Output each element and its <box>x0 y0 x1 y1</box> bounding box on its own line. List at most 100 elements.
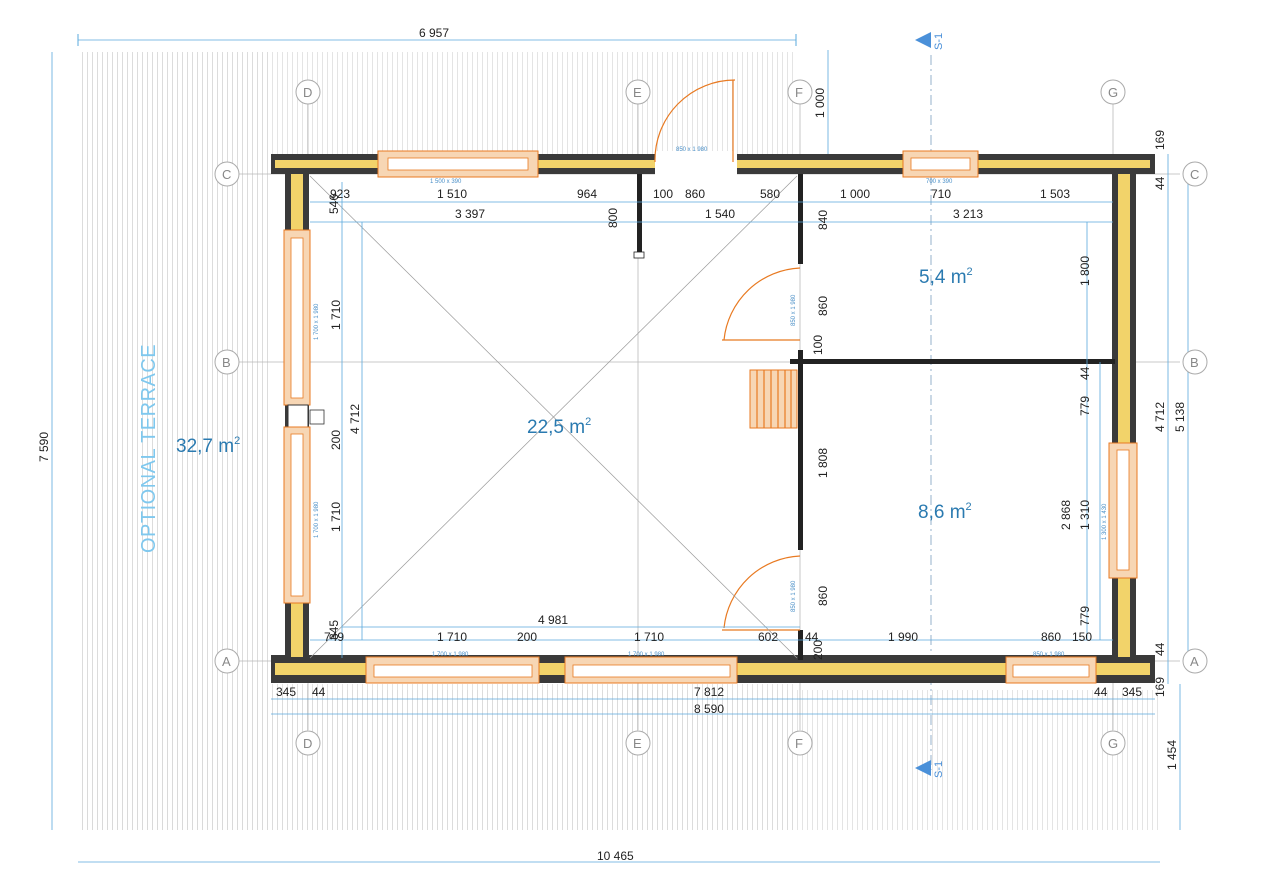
dim-row1-5: 580 <box>760 187 780 201</box>
dim-b-345: 345 <box>276 685 296 699</box>
axis-left-c: C <box>222 167 231 182</box>
dim-v-779b: 779 <box>1078 606 1092 626</box>
dim-b-44: 44 <box>312 685 326 699</box>
dim-bottom-row-6: 1 990 <box>888 630 918 644</box>
dim-v-1710a: 1 710 <box>329 300 343 330</box>
dim-bottom-row-0: 749 <box>324 630 344 644</box>
dim-b-8590: 8 590 <box>694 702 724 716</box>
section-bottom-label: S-1 <box>933 761 945 778</box>
dim-bottom-row-4: 602 <box>758 630 778 644</box>
dim-v-4712-left: 4 712 <box>348 404 362 434</box>
dimension-texts: 6 957 10 465 7 590 1 454 1 000 169 44 4 … <box>37 26 1187 863</box>
axis-right-b: B <box>1190 355 1199 370</box>
dim-right-top: 1 000 <box>813 88 827 118</box>
dim-bottom-row-7: 860 <box>1041 630 1061 644</box>
dim-v-546: 546 <box>327 194 341 214</box>
dim-left-total: 7 590 <box>37 432 51 462</box>
dim-right-44-top: 44 <box>1153 176 1167 190</box>
dim-row1-1: 1 510 <box>437 187 467 201</box>
bottom-door-label: 850 x 1 980 <box>1033 652 1065 658</box>
axis-left-a: A <box>222 654 231 669</box>
top-door-label: 850 x 1 980 <box>676 147 708 153</box>
dim-row1-2: 964 <box>577 187 597 201</box>
dim-v-1710b: 1 710 <box>329 502 343 532</box>
dim-row1-7: 710 <box>931 187 951 201</box>
dim-right-169-top: 169 <box>1153 130 1167 150</box>
dim-bottom-row-3: 1 710 <box>634 630 664 644</box>
dim-bottom-total: 10 465 <box>597 849 634 863</box>
section-top-label: S-1 <box>933 33 945 50</box>
dimension-lines <box>51 34 1189 863</box>
axis-bottom-g: G <box>1108 736 1118 751</box>
axis-right-c: C <box>1190 167 1199 182</box>
dim-right-4712: 4 712 <box>1153 402 1167 432</box>
dim-v-100: 100 <box>811 335 825 355</box>
inner-door-2-label: 850 x 1 980 <box>791 580 797 612</box>
area-room-large: 8,6 m2 <box>918 501 972 523</box>
dim-row1-0: 923 <box>330 187 350 201</box>
dim-v-779a: 779 <box>1078 396 1092 416</box>
stair <box>749 369 798 429</box>
axis-top-e: E <box>633 85 642 100</box>
top-window-2-label: 700 x 390 <box>926 179 953 185</box>
dim-4981: 4 981 <box>538 613 568 627</box>
inner-door-1-label: 850 x 1 980 <box>791 294 797 326</box>
dim-v-860a: 860 <box>816 296 830 316</box>
axis-bottom-d: D <box>303 736 312 751</box>
dim-row1-8: 1 503 <box>1040 187 1070 201</box>
dim-row1-6: 1 000 <box>840 187 870 201</box>
area-labels: 32,7 m2 22,5 m2 5,4 m2 8,6 m2 OPTIONAL T… <box>138 266 973 553</box>
dim-v-1800: 1 800 <box>1078 256 1092 286</box>
dim-bottom-row-1: 1 710 <box>437 630 467 644</box>
dim-v-200b: 200 <box>811 640 825 660</box>
dim-v-860b: 860 <box>816 586 830 606</box>
dim-row1-4: 860 <box>685 187 705 201</box>
axis-bottom-f: F <box>795 736 803 751</box>
area-room-small: 5,4 m2 <box>919 266 973 288</box>
openings: 1 500 x 390 850 x 1 980 700 x 390 1 700 … <box>283 79 1138 684</box>
top-window-1-label: 1 500 x 390 <box>430 179 462 185</box>
dim-right-bottom: 1 454 <box>1165 740 1179 770</box>
interior: 850 x 1 980 850 x 1 980 <box>309 174 1115 660</box>
dim-v-1310: 1 310 <box>1078 500 1092 530</box>
dim-bottom-row-5: 44 <box>805 630 819 644</box>
dim-b-345r: 345 <box>1122 685 1142 699</box>
axis-top-g: G <box>1108 85 1118 100</box>
dim-v-200: 200 <box>329 430 343 450</box>
dim-right-5138: 5 138 <box>1173 402 1187 432</box>
right-window-label: 1 300 x 1 430 <box>1102 503 1108 540</box>
dim-right-44-bottom: 44 <box>1153 642 1167 656</box>
dim-v-800: 800 <box>606 208 620 228</box>
dim-b-7812: 7 812 <box>694 685 724 699</box>
section-bottom-arrow-icon <box>915 760 931 776</box>
dim-top-terrace: 6 957 <box>419 26 449 40</box>
bottom-window-1-label: 1 700 x 1 980 <box>432 652 469 658</box>
dim-row1-3: 100 <box>653 187 673 201</box>
dim-v-1808: 1 808 <box>816 448 830 478</box>
area-terrace: 32,7 m2 <box>176 435 240 457</box>
dim-bottom-row-8: 150 <box>1072 630 1092 644</box>
dim-v-840: 840 <box>816 210 830 230</box>
axis-left-b: B <box>222 355 231 370</box>
left-window-2-label: 1 700 x 1 980 <box>314 501 320 538</box>
dim-v-345-left: 345 <box>327 620 341 640</box>
area-main: 22,5 m2 <box>527 416 591 438</box>
dim-v-2868: 2 868 <box>1059 500 1073 530</box>
axis-top-f: F <box>795 85 803 100</box>
dim-v-44: 44 <box>1078 366 1092 380</box>
section-top-arrow-icon <box>915 32 931 48</box>
axis-markers: D E F G D E F G C B A C B A <box>214 79 1208 756</box>
dim-row2-1: 1 540 <box>705 207 735 221</box>
bottom-window-2-label: 1 700 x 1 980 <box>628 652 665 658</box>
dim-b-44r: 44 <box>1094 685 1108 699</box>
axis-right-a: A <box>1190 654 1199 669</box>
axis-bottom-e: E <box>633 736 642 751</box>
dim-bottom-row-2: 200 <box>517 630 537 644</box>
terrace-label: OPTIONAL TERRACE <box>138 344 160 553</box>
axis-top-d: D <box>303 85 312 100</box>
section-markers: S-1 S-1 <box>915 32 945 778</box>
left-window-1-label: 1 700 x 1 980 <box>314 303 320 340</box>
void-cross <box>309 175 798 659</box>
dim-row2-0: 3 397 <box>455 207 485 221</box>
